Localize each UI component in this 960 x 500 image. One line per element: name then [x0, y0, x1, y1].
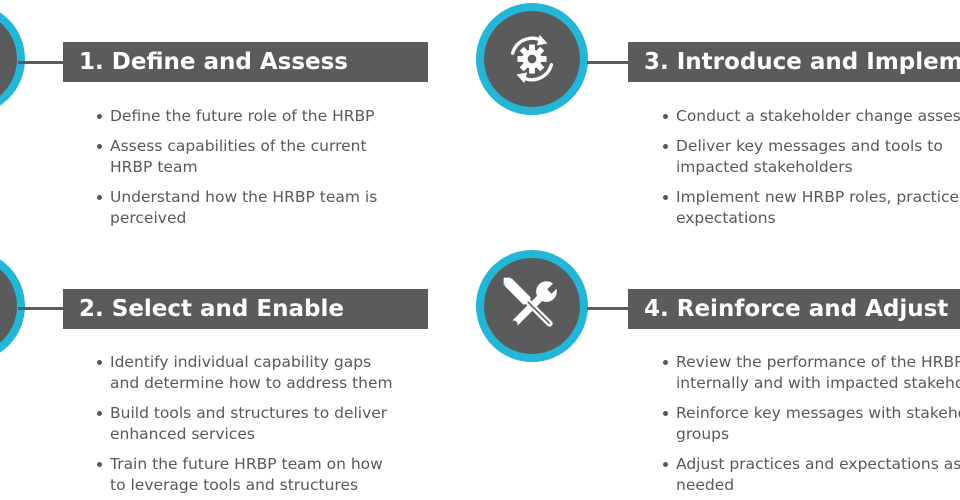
step-3-circle	[476, 3, 588, 115]
step-3-bullets: Conduct a stakeholder change assessment …	[662, 106, 960, 238]
step-4-title: 4. Reinforce and Adjust	[628, 289, 960, 329]
step-2-title: 2. Select and Enable	[63, 289, 428, 329]
gear-cycle-icon	[510, 34, 554, 84]
step-4-circle	[476, 250, 588, 362]
step-1-bullets: Define the future role of the HRBP Asses…	[96, 106, 377, 238]
step-4-bullet-2: Reinforce key messages with stakeholderg…	[662, 403, 960, 445]
hammer-wrench-icon	[503, 277, 562, 329]
step-3-bullet-1: Conduct a stakeholder change assessment	[662, 106, 960, 127]
step-1-title: 1. Define and Assess	[63, 42, 428, 82]
step-4-bullets: Review the performance of the HRBP teami…	[662, 352, 960, 500]
step-1-bullet-1: Define the future role of the HRBP	[96, 106, 377, 127]
step-2-connector	[18, 307, 64, 310]
step-3-connector	[587, 61, 629, 64]
step-3-bullet-3: Implement new HRBP roles, practices ande…	[662, 187, 960, 229]
step-2-circle	[0, 250, 25, 362]
step-4-bullet-1: Review the performance of the HRBP teami…	[662, 352, 960, 394]
step-4-connector	[587, 307, 629, 310]
step-3-title: 3. Introduce and Implement	[628, 42, 960, 82]
step-1-connector	[18, 61, 64, 64]
step-1-circle	[0, 3, 25, 115]
